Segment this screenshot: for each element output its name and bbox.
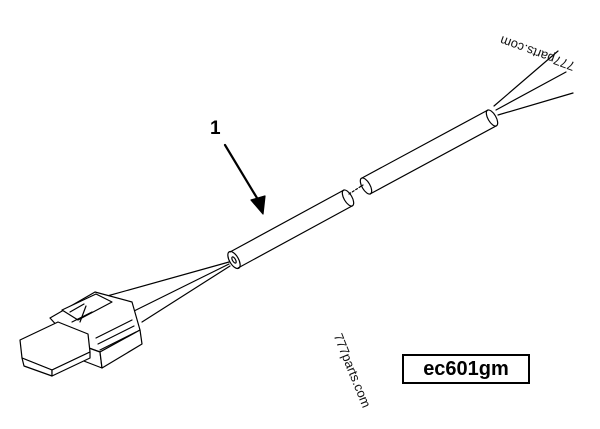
modular-plug [19,291,143,377]
cable-segment-right [359,109,499,195]
callout-number: 1 [210,118,221,139]
cable-segment-left [227,189,355,270]
arrow-pointer-icon [223,143,266,215]
part-code-label: ec601gm [402,354,530,384]
cable-break [348,184,364,195]
connector-wires [99,261,231,323]
loose-wires [493,50,574,116]
